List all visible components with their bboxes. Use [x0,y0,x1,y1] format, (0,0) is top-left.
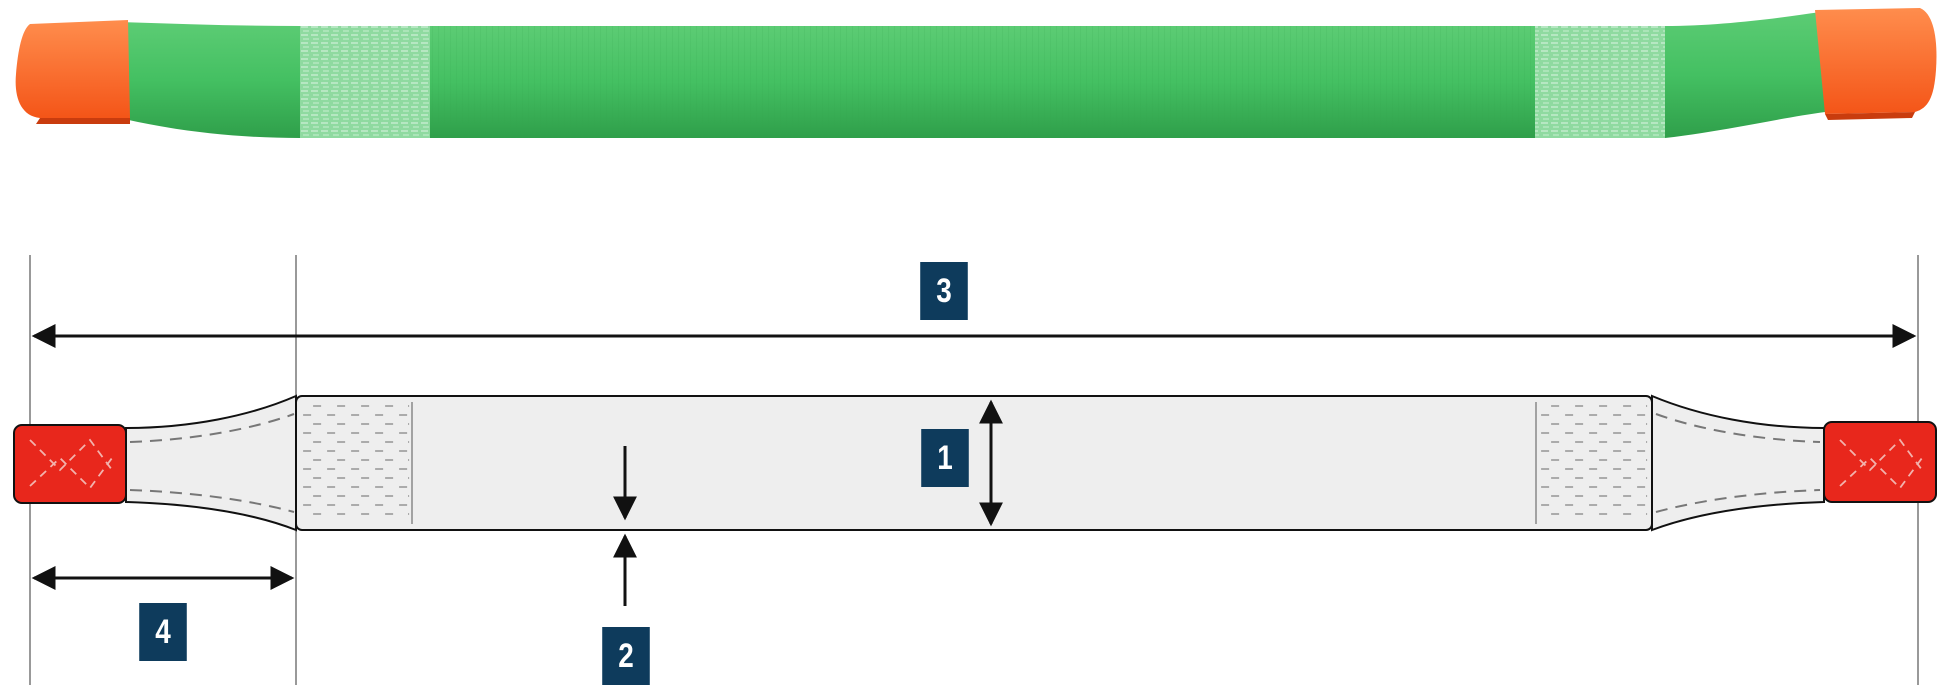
callout-badge-1: 1 [921,429,969,487]
photo-left-stitch [300,26,430,138]
photo-left-taper [120,22,300,138]
photo-right-eye [1815,8,1937,114]
stitch-pattern [303,405,1648,515]
diagram-body [295,395,1653,531]
photo-right-stitch [1535,26,1665,138]
callout-badge-4: 4 [139,603,187,661]
diagram-left-eye [13,424,127,504]
photo-right-taper [1665,12,1825,138]
photo-left-eye [15,20,130,118]
diagram-right-taper [1651,394,1825,532]
eye-markings [29,438,1923,490]
diagram-right-eye [1823,421,1937,503]
callout-badge-2: 2 [602,627,650,685]
diagram-left-taper [125,394,297,532]
callout-badge-3: 3 [920,262,968,320]
